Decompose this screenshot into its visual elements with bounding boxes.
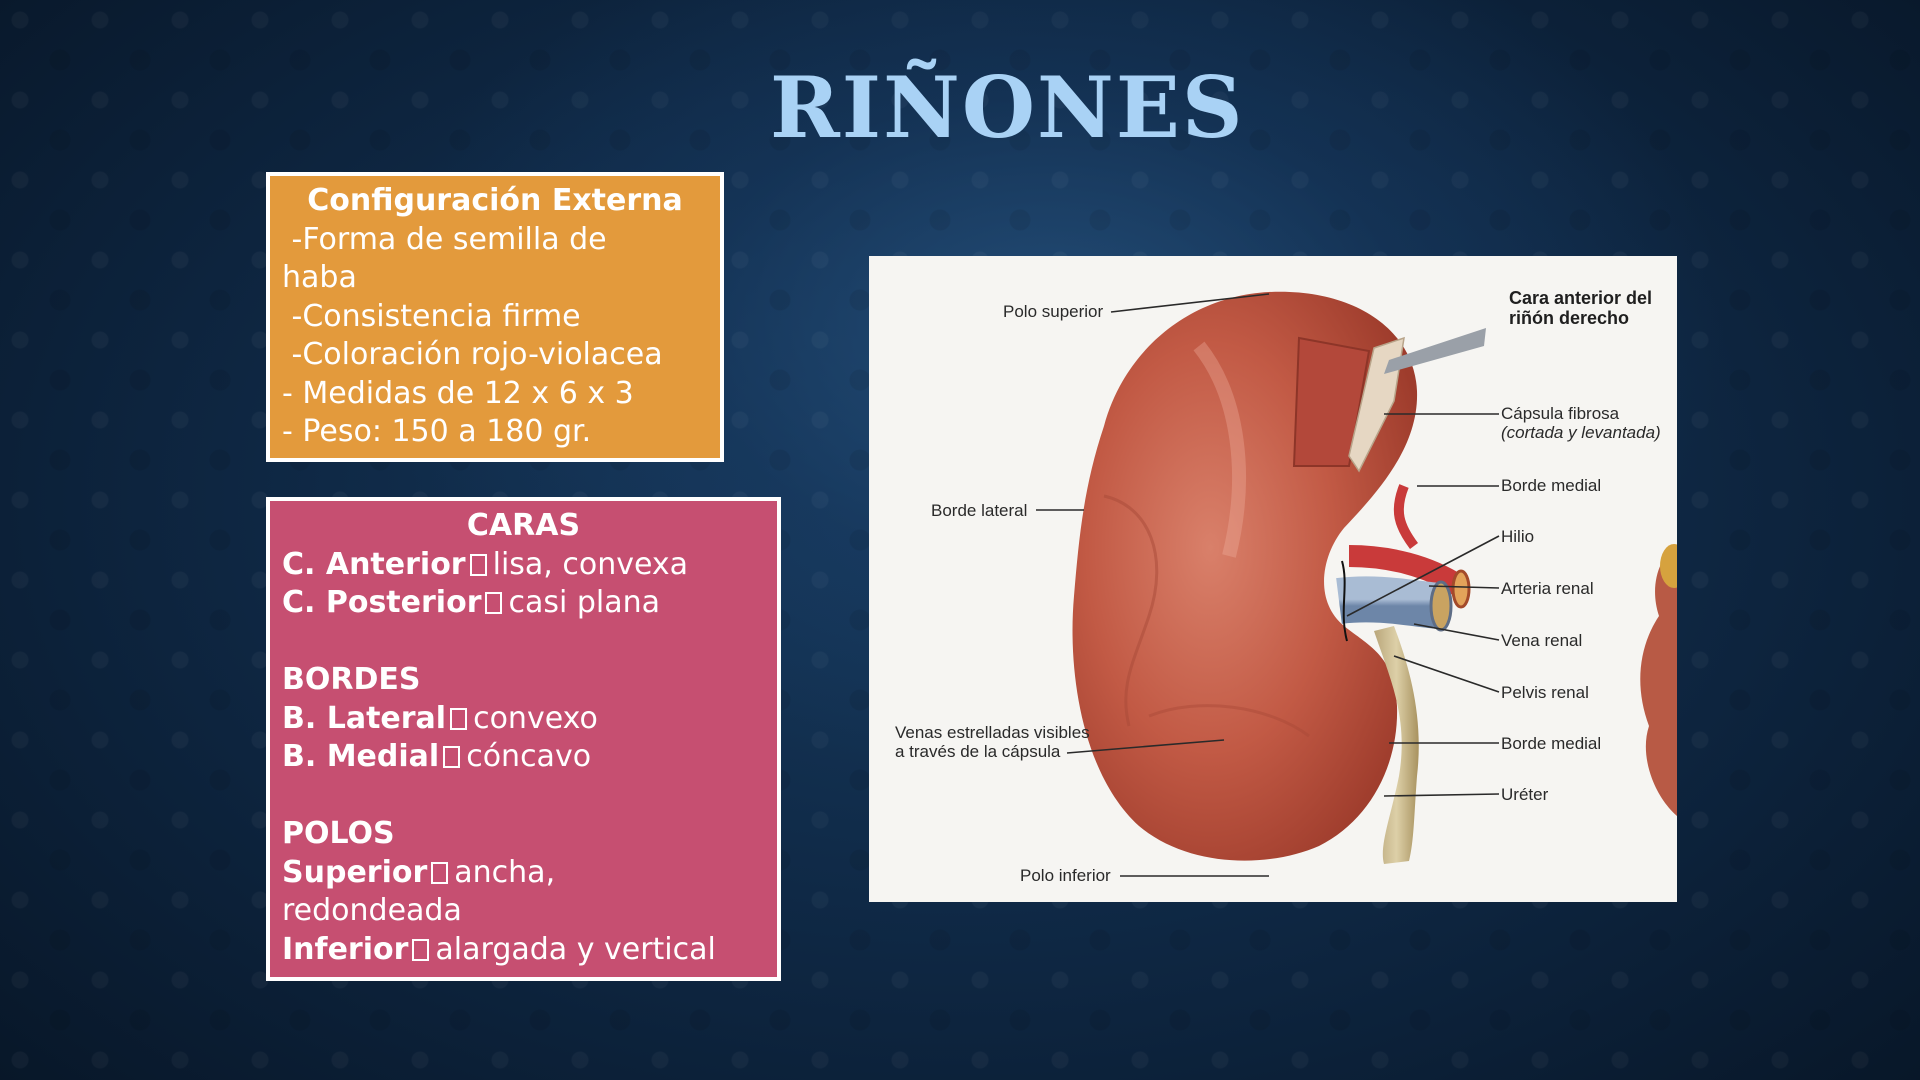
label-hilio: Hilio bbox=[1501, 527, 1535, 546]
desc: cóncavo bbox=[466, 739, 592, 774]
box-glyph-icon bbox=[412, 938, 430, 961]
box-glyph-icon bbox=[443, 746, 461, 768]
external-line: haba bbox=[282, 260, 357, 295]
label-capsula-note: (cortada y levantada) bbox=[1501, 423, 1661, 442]
label-vena-renal: Vena renal bbox=[1501, 631, 1583, 650]
external-configuration-box: Configuración Externa -Forma de semilla … bbox=[266, 172, 724, 462]
desc: ancha, bbox=[454, 854, 556, 890]
label-arteria-renal: Arteria renal bbox=[1501, 579, 1594, 598]
kidney-illustration bbox=[1036, 291, 1677, 877]
label-borde-medial-upper: Borde medial bbox=[1501, 476, 1602, 495]
term: Superior bbox=[282, 854, 428, 890]
box-glyph-icon bbox=[450, 707, 468, 730]
label-venas-line2: a través de la cápsula bbox=[895, 742, 1061, 761]
box-glyph-icon bbox=[485, 592, 503, 614]
box-glyph-icon bbox=[431, 861, 449, 884]
external-line: - Peso: 150 a 180 gr. bbox=[282, 414, 592, 449]
external-line: -Consistencia firme bbox=[282, 298, 581, 334]
polo-inferior-item: Inferior alargada y vertical bbox=[282, 931, 765, 970]
bordes-heading: BORDES bbox=[282, 662, 421, 697]
term: B. Lateral bbox=[282, 700, 447, 736]
label-venas-line1: Venas estrelladas visibles bbox=[895, 723, 1090, 742]
label-polo-inferior: Polo inferior bbox=[1020, 866, 1111, 885]
caras-bordes-polos-box: CARAS C. Anterior lisa, convexa C. Poster… bbox=[266, 497, 781, 981]
box-glyph-icon bbox=[469, 553, 487, 576]
term: Inferior bbox=[282, 931, 409, 967]
figure-title-line: riñón derecho bbox=[1509, 308, 1630, 328]
figure-title: Cara anterior del riñón derecho bbox=[1509, 288, 1652, 328]
cara-anterior-item: C. Anterior lisa, convexa bbox=[282, 546, 765, 585]
desc: alargada y vertical bbox=[435, 931, 716, 967]
external-line: -Coloración rojo-violacea bbox=[282, 337, 663, 372]
kidney-anatomy-figure: Cara anterior del riñón derecho Polo sup… bbox=[869, 256, 1677, 902]
term: C. Posterior bbox=[282, 585, 482, 620]
label-ureter: Uréter bbox=[1501, 785, 1549, 804]
caras-heading: CARAS bbox=[466, 508, 581, 543]
term: C. Anterior bbox=[282, 546, 466, 582]
polo-superior-continuation: redondeada bbox=[282, 893, 462, 928]
label-borde-medial-lower: Borde medial bbox=[1501, 734, 1602, 753]
borde-lateral-item: B. Lateral convexo bbox=[282, 700, 765, 739]
external-configuration-heading: Configuración Externa bbox=[307, 183, 683, 218]
label-polo-superior: Polo superior bbox=[1003, 302, 1104, 321]
desc: lisa, convexa bbox=[492, 546, 689, 582]
external-line: - Medidas de 12 x 6 x 3 bbox=[282, 375, 634, 411]
figure-title-line: Cara anterior del bbox=[1509, 288, 1653, 308]
spacer bbox=[282, 623, 765, 662]
term: B. Medial bbox=[282, 739, 440, 774]
desc: convexo bbox=[473, 700, 598, 736]
external-line: -Forma de semilla de bbox=[282, 221, 607, 257]
polos-heading: POLOS bbox=[282, 816, 395, 851]
ureter-shape bbox=[1374, 626, 1419, 864]
borde-medial-item: B. Medial cóncavo bbox=[282, 738, 765, 777]
desc: casi plana bbox=[508, 585, 661, 620]
cara-posterior-item: C. Posterior casi plana bbox=[282, 584, 765, 623]
spacer bbox=[282, 777, 765, 816]
label-borde-lateral: Borde lateral bbox=[931, 501, 1028, 520]
label-pelvis-renal: Pelvis renal bbox=[1501, 683, 1589, 702]
polo-superior-item: Superior ancha, bbox=[282, 854, 765, 893]
slide-title: RIÑONES bbox=[770, 58, 1245, 157]
label-capsula-fibrosa: Cápsula fibrosa bbox=[1501, 404, 1620, 423]
